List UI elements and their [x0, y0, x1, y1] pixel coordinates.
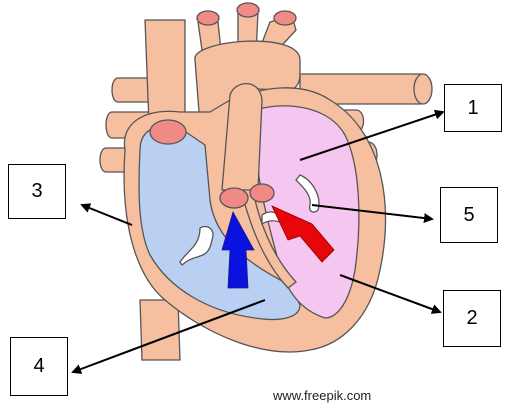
pulmonary-artery-opening	[414, 74, 432, 104]
label-box-5: 5	[440, 187, 498, 243]
label-box-3: 3	[8, 164, 66, 219]
aortic-valve-opening	[250, 184, 274, 202]
pulmonary-valve-opening	[220, 188, 248, 208]
aortic-branch-opening	[274, 11, 296, 25]
inferior-vena-cava	[140, 300, 180, 360]
label-box-1: 1	[444, 84, 502, 132]
label-box-2: 2	[443, 290, 501, 347]
aortic-branch-opening	[237, 3, 259, 17]
leader-line-3	[82, 205, 132, 225]
label-box-4: 4	[10, 337, 68, 396]
aortic-branch-opening	[197, 11, 219, 25]
vena-cava-opening	[150, 120, 186, 144]
source-credit: www.freepik.com	[273, 388, 371, 403]
